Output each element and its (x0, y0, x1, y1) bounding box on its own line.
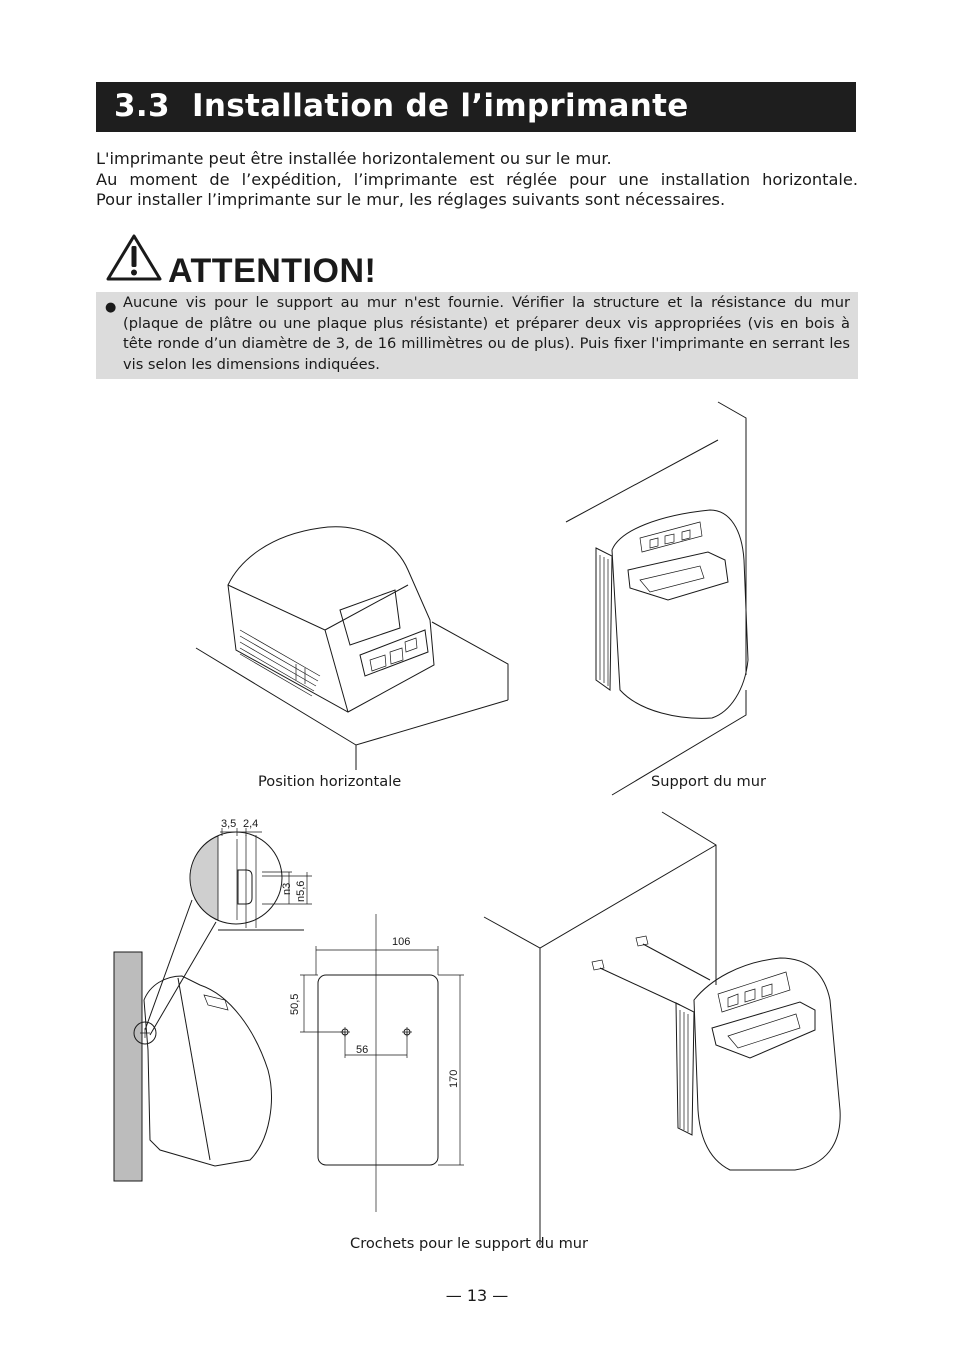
dim-56: 56 (356, 1044, 368, 1056)
warning-box: ● Aucune vis pour le support au mur n'es… (96, 292, 858, 379)
intro-line-2: Au moment de l’expédition, l’imprimante … (96, 169, 858, 189)
caption-hooks: Crochets pour le support du mur (350, 1235, 589, 1252)
intro-line-1: L'imprimante peut être installée horizon… (96, 149, 612, 168)
dim-3-5: 3,5 (221, 818, 236, 830)
hook-template-illustration: 106 50,5 56 170 (289, 914, 464, 1212)
caption-wall: Support du mur (651, 773, 766, 790)
warning-text: Aucune vis pour le support au mur n'est … (123, 294, 850, 373)
section-title-text: Installation de l’imprimante (192, 88, 689, 124)
intro-text: L'imprimante peut être installée horizon… (96, 149, 858, 211)
side-view-illustration: 3,5 2,4 n3 n5,6 (113, 818, 312, 1182)
page-number: — 13 — (445, 1286, 509, 1305)
dim-170: 170 (448, 1070, 460, 1088)
bullet-icon: ● (105, 300, 117, 315)
section-title: 3.3 Installation de l’imprimante (114, 88, 689, 124)
dim-n3: n3 (281, 883, 293, 895)
wall-printer-illustration (565, 401, 749, 796)
horizontal-printer-illustration (195, 526, 509, 770)
dim-n5-6: n5,6 (295, 881, 307, 902)
attention-title: ATTENTION! (168, 252, 377, 290)
wall-mount-screws-illustration (483, 811, 841, 1245)
caption-horizontal: Position horizontale (258, 773, 402, 790)
warning-triangle-icon (106, 234, 162, 281)
dim-50-5: 50,5 (289, 994, 301, 1015)
intro-line-3: Pour installer l’imprimante sur le mur, … (96, 190, 726, 209)
section-number: 3.3 (114, 88, 170, 124)
dim-106: 106 (392, 936, 410, 948)
dim-2-4: 2,4 (243, 818, 258, 830)
section-header: 3.3 Installation de l’imprimante (96, 82, 856, 132)
